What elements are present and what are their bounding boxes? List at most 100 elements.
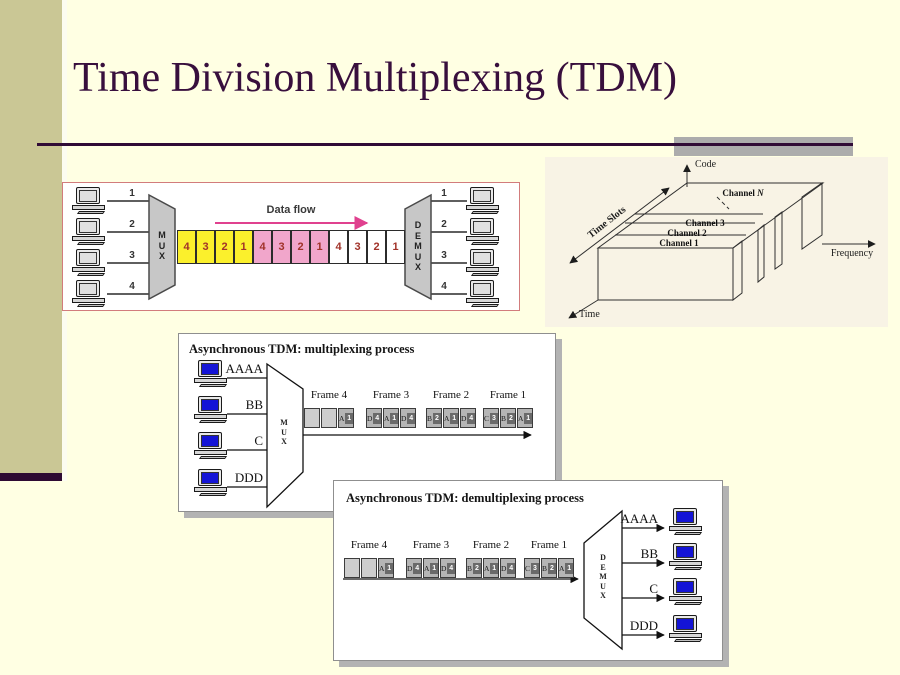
slot-character: A xyxy=(559,563,565,573)
monitor xyxy=(673,615,697,632)
channel-label: Channel 2 xyxy=(667,228,707,238)
monitor xyxy=(673,543,697,560)
output-line-number: 2 xyxy=(441,219,447,230)
demux-shape xyxy=(583,509,623,651)
mux-shape xyxy=(266,362,304,509)
slot-address-badge: 4 xyxy=(413,562,421,574)
computer-base xyxy=(72,298,105,303)
computer-icon xyxy=(71,218,107,246)
slot-address-badge: 2 xyxy=(548,562,556,574)
slot-address-badge: 3 xyxy=(531,562,539,574)
output-label: C xyxy=(649,581,658,596)
slot-character: A xyxy=(518,413,524,423)
computer-base xyxy=(194,487,227,492)
slot-character: A xyxy=(424,563,430,573)
slide-title: Time Division Multiplexing (TDM) xyxy=(73,55,677,101)
time-slot-pink: 4 xyxy=(253,230,272,264)
time-slot-yellow: 3 xyxy=(196,230,215,264)
computer-icon xyxy=(668,508,704,536)
monitor xyxy=(198,360,222,377)
async-demux-panel: Asynchronous TDM: demultiplexing process… xyxy=(333,480,723,661)
title-underline xyxy=(37,143,853,146)
mux-panel-lines xyxy=(227,362,532,509)
slot-character: A xyxy=(384,413,390,423)
time-slot-yellow: 2 xyxy=(215,230,234,264)
spectrum-wireframe xyxy=(568,164,876,319)
sidebar-bottom-cap xyxy=(0,473,62,481)
screen xyxy=(79,189,97,202)
computer-icon xyxy=(71,249,107,277)
slot-address-badge: 1 xyxy=(385,562,393,574)
computer-base xyxy=(466,236,499,241)
keyboard xyxy=(76,304,106,307)
computer-icon xyxy=(193,469,229,497)
input-line-number: 3 xyxy=(129,250,135,261)
slot-character: D xyxy=(441,563,447,573)
slot-address-badge: 2 xyxy=(507,412,515,424)
time-slot-white: 1 xyxy=(386,230,405,264)
time-slot-yellow: 1 xyxy=(234,230,253,264)
output-label: AAAA xyxy=(620,511,658,526)
computer-icon xyxy=(668,578,704,606)
channel-label: Channel N xyxy=(722,188,764,198)
slot-character: D xyxy=(501,563,507,573)
computer-base xyxy=(72,267,105,272)
channel-label: Channel 1 xyxy=(659,238,699,248)
input-label: BB xyxy=(245,397,263,412)
computer-icon xyxy=(668,615,704,643)
slot-address-badge: 4 xyxy=(373,412,381,424)
slot-address-badge: 1 xyxy=(524,412,532,424)
screen xyxy=(201,398,219,411)
slot-address-badge: 3 xyxy=(490,412,498,424)
time-slot-yellow: 4 xyxy=(177,230,196,264)
computer-icon xyxy=(465,218,501,246)
keyboard xyxy=(470,304,500,307)
keyboard xyxy=(76,211,106,214)
frame-slot-empty xyxy=(361,558,377,578)
screen xyxy=(676,545,694,558)
frame-label: Frame 3 xyxy=(372,389,410,401)
monitor xyxy=(76,280,100,297)
monitor xyxy=(470,187,494,204)
demux-panel-title: Asynchronous TDM: demultiplexing process xyxy=(346,491,584,505)
frame-label: Frame 1 xyxy=(489,389,527,401)
screen xyxy=(79,251,97,264)
slot-address-badge: 4 xyxy=(507,562,515,574)
code-axis-label: Code xyxy=(695,159,717,170)
output-line-number: 3 xyxy=(441,250,447,261)
frame-label: Frame 3 xyxy=(412,539,450,551)
computer-base xyxy=(72,236,105,241)
keyboard xyxy=(76,273,106,276)
tdm-lines xyxy=(107,193,467,301)
time-axis-label: Time xyxy=(579,309,600,320)
monitor xyxy=(198,396,222,413)
input-label: DDD xyxy=(234,470,263,485)
monitor xyxy=(198,469,222,486)
computer-icon xyxy=(668,543,704,571)
screen xyxy=(676,510,694,523)
slot-address-badge: 1 xyxy=(490,562,498,574)
computer-base xyxy=(669,633,702,638)
frequency-axis-label: Frequency xyxy=(830,248,874,259)
screen xyxy=(201,471,219,484)
screen xyxy=(473,282,491,295)
keyboard xyxy=(673,602,703,605)
slot-character: D xyxy=(367,413,373,423)
computer-base xyxy=(669,561,702,566)
time-slot-pink: 2 xyxy=(291,230,310,264)
output-label: DDD xyxy=(629,618,658,633)
slot-address-badge: 1 xyxy=(345,412,353,424)
